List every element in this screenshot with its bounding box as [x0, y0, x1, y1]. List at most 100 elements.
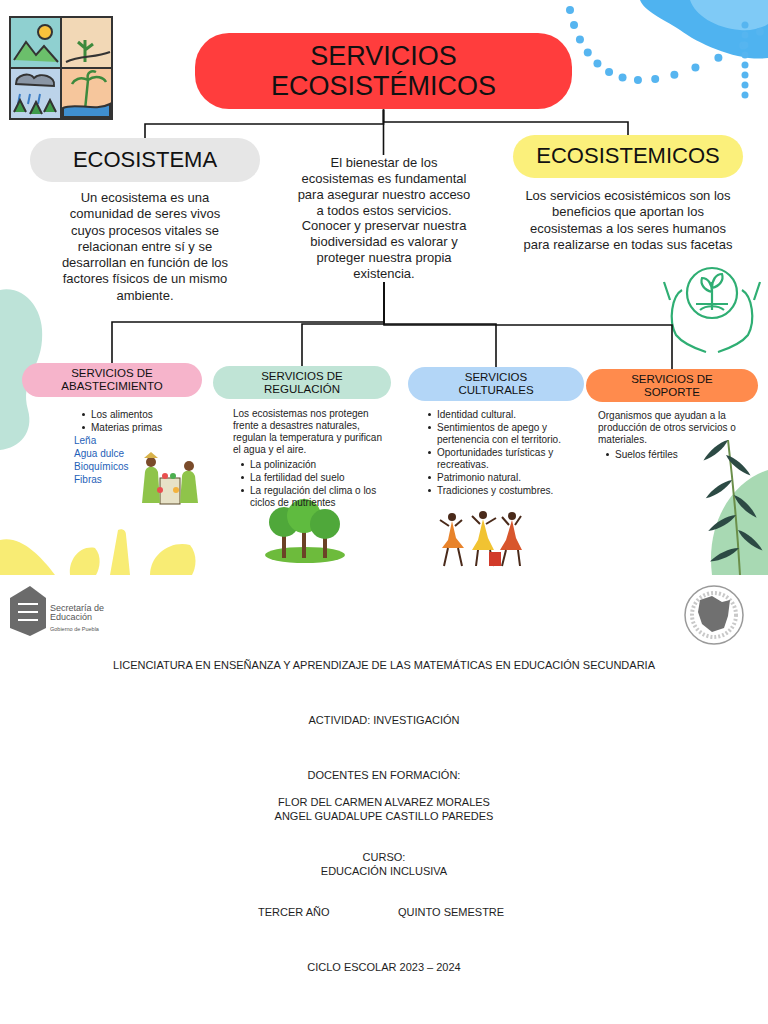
farmers-illustration	[142, 452, 198, 504]
decor-shape	[180, 471, 198, 503]
decor-dot	[742, 52, 749, 59]
leaf	[709, 545, 741, 564]
list-item: Oportunidades turísticas y recreativas.	[437, 447, 580, 471]
decor-shape	[63, 104, 110, 117]
decor-shape	[702, 438, 765, 565]
list-row: Bioquímicos	[74, 461, 199, 473]
decor-dot	[756, 28, 764, 36]
decor-dot	[742, 72, 749, 79]
list-row: La polinización	[233, 459, 391, 471]
footer-text: CURSO:	[20, 851, 748, 865]
body-block: El bienestar de los ecosistemas es funda…	[293, 155, 475, 282]
yellow-shapes	[0, 529, 196, 575]
decor-dot	[742, 82, 749, 89]
decor-shape	[502, 516, 521, 566]
decor-dot	[584, 49, 592, 57]
leaves-illustration	[702, 438, 768, 575]
heading-pill: ECOSISTEMICOS	[513, 135, 743, 178]
concept-node: SERVICIOS DE ABASTECIMIENTO Los alimentos…	[22, 363, 202, 487]
decor-dot	[670, 71, 678, 79]
list-row: Organismos que ayudan a la producción de…	[598, 410, 760, 448]
bullet-dot	[241, 489, 244, 492]
bullet-dot	[82, 426, 85, 429]
heading-pill: SERVICIOS CULTURALES	[408, 367, 584, 401]
list-item: Los alimentos	[91, 409, 153, 421]
concept-node: ECOSISTEMICOS Los servicios ecosistémicos…	[513, 135, 743, 253]
list-item: Sentimientos de apego y pertenencia con …	[437, 422, 580, 446]
body-text: Agua dulce	[74, 448, 124, 460]
heading-text: SERVICIOS DE ABASTECIMIENTO	[47, 367, 177, 393]
decor-shape	[150, 544, 196, 575]
decor-shape	[14, 100, 56, 114]
footer-text: CICLO ESCOLAR 2023 – 2024	[20, 961, 748, 975]
decor-shape	[500, 520, 522, 550]
footer-text: DOCENTES EN FORMACIÓN:	[20, 769, 748, 783]
decor-shape	[16, 75, 54, 86]
decor-shape	[718, 290, 752, 352]
decor-dot	[691, 64, 699, 72]
list-row: Los ecosistemas nos protegen frente a de…	[233, 408, 391, 458]
decor-shape	[146, 457, 156, 467]
list-row: Un ecosistema es una comunidad de seres …	[55, 190, 235, 304]
heading-pill: SERVICIOS DE REGULACIÓN	[213, 366, 391, 399]
bullet-dot	[428, 426, 431, 429]
decor-shape	[10, 17, 61, 68]
leaf	[707, 512, 738, 533]
body-text: Los ecosistemas nos protegen frente a de…	[233, 408, 391, 456]
decor-shape	[38, 25, 52, 39]
decor-dot	[605, 68, 613, 76]
decor-shape	[10, 68, 61, 119]
list-row: Tradiciones y costumbres.	[420, 485, 580, 497]
footer-text: ACTIVIDAD: INVESTIGACIÓN	[20, 714, 748, 728]
list-item: Patrimonio natural.	[437, 472, 521, 484]
decor-dot	[714, 54, 722, 62]
footer-text: TERCER AÑO	[258, 906, 368, 920]
decor-dot	[742, 62, 749, 69]
decor-shape	[508, 512, 516, 520]
decor-shape	[672, 290, 706, 352]
connector-line	[145, 109, 384, 138]
concept-node: SERVICIOS DE REGULACIÓN Los ecosistemas n…	[213, 366, 391, 510]
heading-text: SERVICIOS CULTURALES	[431, 371, 561, 397]
list-row: La fertilidad del suelo	[233, 472, 391, 484]
concept-node: SERVICIOS DE SOPORTE Organismos que ayuda…	[586, 369, 758, 462]
body-text: Fibras	[74, 474, 102, 486]
decor-shape	[157, 487, 163, 493]
footer-text: ANGEL GUADALUPE CASTILLO PAREDES	[20, 810, 748, 824]
heading-pill: SERVICIOS ECOSISTÉMICOS	[195, 33, 572, 109]
dotted-arc	[566, 6, 764, 99]
heading-text: SERVICIOS DE SOPORTE	[607, 373, 737, 399]
decor-dot	[742, 22, 749, 29]
decor-shape	[144, 452, 158, 458]
heading-text: ECOSISTEMA	[73, 148, 217, 173]
body-block: Los ecosistemas nos protegen frente a de…	[233, 408, 391, 509]
body-block: Organismos que ayudan a la producción de…	[598, 410, 760, 461]
trees-illustration	[265, 499, 345, 563]
decor-shape	[10, 586, 46, 636]
body-text: Leña	[74, 435, 96, 447]
leaf	[702, 438, 730, 463]
logo-text: Secretaría de Educación	[50, 604, 112, 623]
decor-shape	[184, 461, 194, 471]
list-row: Los alimentos	[74, 409, 199, 421]
heading-text: ECOSISTEMICOS	[536, 144, 719, 169]
decor-shape	[489, 552, 501, 566]
decor-shape	[640, 0, 768, 59]
list-item: La polinización	[250, 459, 316, 471]
heading-text: SERVICIOS ECOSISTÉMICOS	[239, 41, 529, 101]
decor-shape	[142, 467, 160, 503]
heading-text: SERVICIOS DE REGULACIÓN	[237, 370, 367, 396]
list-item: Suelos fértiles	[615, 449, 678, 461]
hands-plant-icon	[664, 268, 760, 352]
list-row: Los servicios ecosistémicos son los bene…	[519, 188, 737, 253]
body-text: Bioquímicos	[74, 461, 128, 473]
body-text: El bienestar de los ecosistemas es funda…	[293, 155, 475, 282]
body-text: Un ecosistema es una comunidad de seres …	[55, 190, 235, 304]
list-row: Patrimonio natural.	[420, 472, 580, 484]
decor-shape	[692, 593, 736, 637]
decor-shape	[696, 304, 728, 310]
ecosystem-icon	[10, 17, 112, 119]
decor-shape	[70, 548, 100, 575]
logo-subtext: Gobierno de Puebla	[50, 627, 120, 633]
list-row: Materias primas	[74, 422, 199, 434]
